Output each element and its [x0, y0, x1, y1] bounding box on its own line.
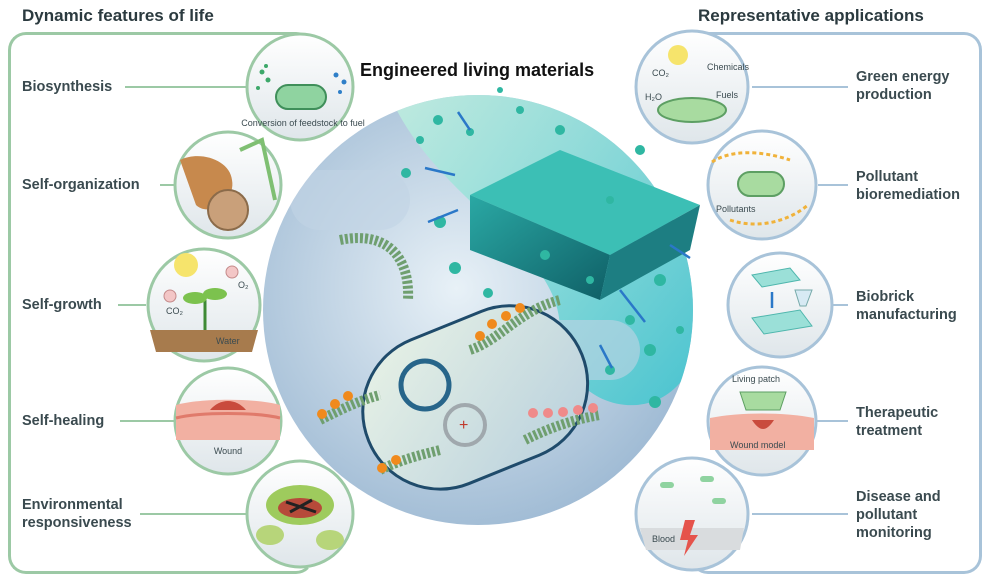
- monitoring-bubble: Blood: [634, 456, 750, 572]
- conversion-text: Conversion of feedstock to fuel: [241, 118, 365, 128]
- right-heading: Representative applications: [698, 6, 924, 25]
- o2-text: O₂: [238, 280, 249, 290]
- bioremediation-bubble: Pollutants: [706, 129, 818, 241]
- co2-left-text: CO₂: [166, 306, 184, 316]
- wound-left-text: Wound: [214, 446, 242, 456]
- living-patch-text: Living patch: [732, 374, 780, 384]
- app-label-biobrick: Biobrick manufacturing: [856, 289, 957, 323]
- chemicals-text: Chemicals: [707, 62, 750, 72]
- fuels-text: Fuels: [716, 90, 739, 100]
- self-growth-bubble: CO₂ O₂ Water: [146, 247, 262, 363]
- blood-text: Blood: [652, 534, 675, 544]
- orange-beads: [317, 303, 525, 473]
- bacterium-cell: +: [361, 304, 590, 491]
- pollutants-text: Pollutants: [716, 204, 756, 214]
- wound-model-text: Wound model: [730, 440, 785, 450]
- feature-label-biosynthesis: Biosynthesis: [22, 79, 113, 95]
- co2-right-text: CO₂: [652, 68, 670, 78]
- feature-label-self-growth: Self-growth: [22, 297, 102, 313]
- app-label-monitoring: Disease and pollutant monitoring: [856, 489, 941, 541]
- environmental-bubble: [245, 459, 355, 569]
- center-title: Engineered living materials: [360, 60, 595, 80]
- svg-text:+: +: [459, 417, 468, 434]
- feature-label-self-organization: Self-organization: [22, 177, 140, 193]
- biobrick-bubble: [726, 251, 834, 359]
- left-connectors: [118, 86, 246, 515]
- therapeutic-bubble: Living patch Wound model: [706, 365, 818, 477]
- h2o-text: H₂O: [645, 92, 662, 102]
- right-panel-frame: [690, 32, 982, 574]
- app-label-bioremediation: Pollutant bioremediation: [856, 169, 960, 203]
- flow-arrows: [424, 111, 691, 369]
- feature-bubbles: Conversion of feedstock to fuel CO₂ O₂ W…: [146, 32, 365, 569]
- pink-beads: [528, 403, 598, 418]
- feature-label-self-healing: Self-healing: [22, 413, 105, 429]
- left-panel-frame: [8, 32, 314, 574]
- self-healing-bubble: Wound: [173, 366, 283, 476]
- application-bubbles: CO₂ Chemicals H₂O Fuels Pollutants Livin…: [634, 29, 834, 572]
- hydrogel-block: [470, 150, 700, 300]
- app-label-therapeutic: Therapeutic treatment: [856, 405, 939, 439]
- app-label-green-energy: Green energy production: [856, 69, 950, 103]
- water-text: Water: [216, 336, 240, 346]
- green-energy-bubble: CO₂ Chemicals H₂O Fuels: [634, 29, 750, 145]
- feature-label-environmental: Environmental responsiveness: [22, 497, 132, 531]
- biosynthesis-bubble: Conversion of feedstock to fuel: [241, 32, 365, 142]
- self-organization-bubble: [173, 130, 283, 240]
- left-heading: Dynamic features of life: [22, 6, 214, 25]
- central-sphere: +: [263, 87, 700, 525]
